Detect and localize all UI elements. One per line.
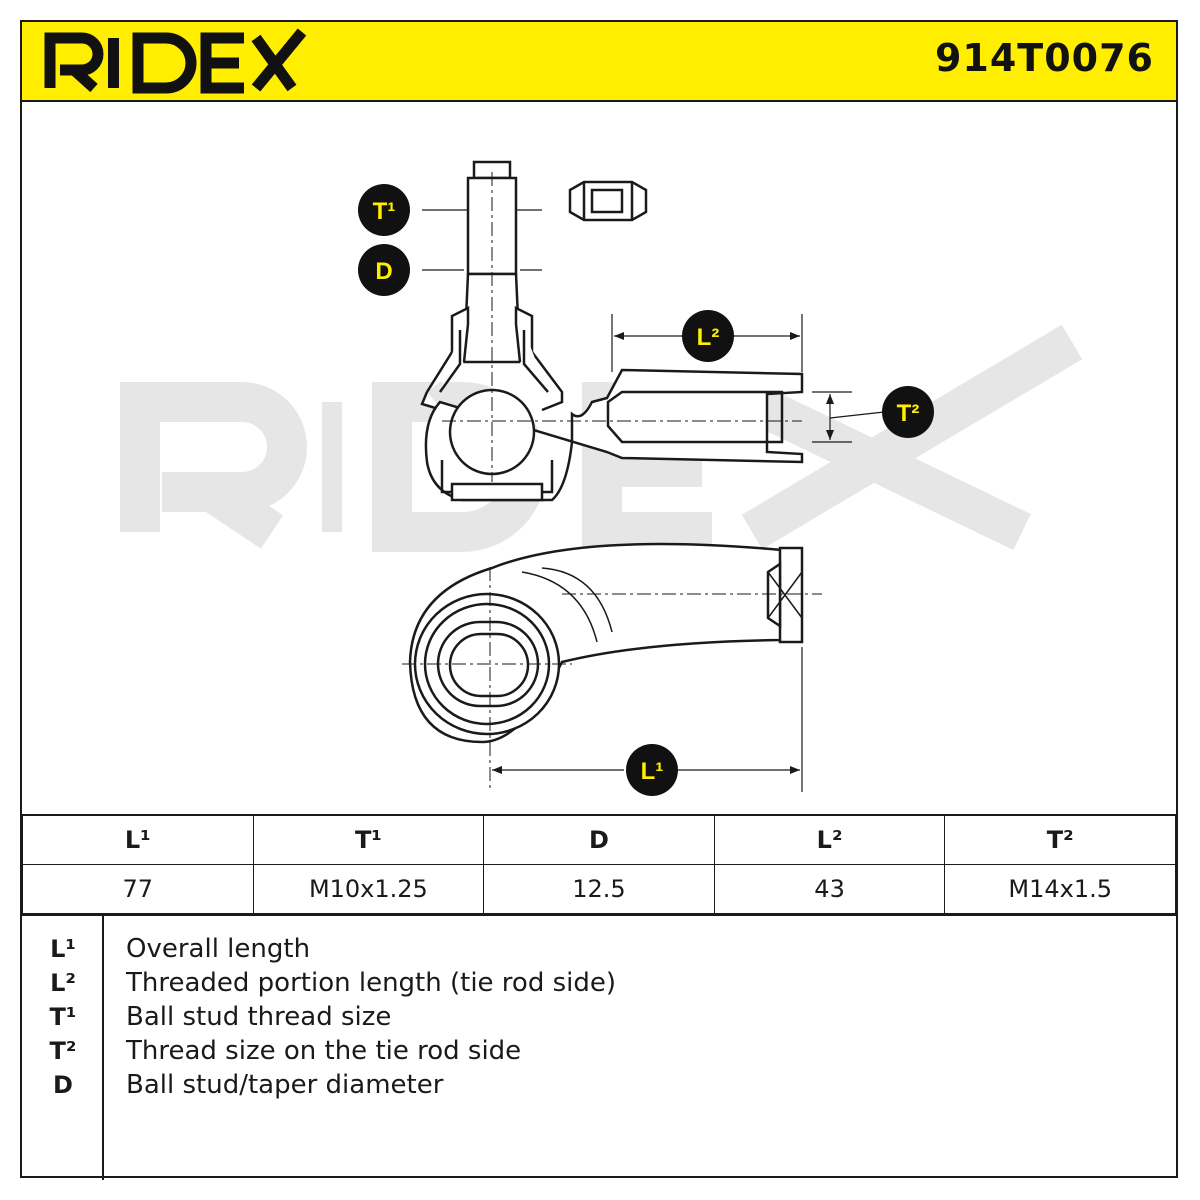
legend-description: Ball stud/taper diameter: [126, 1070, 444, 1100]
dimensions-table: L¹ T¹ D L² T² 77 M10x1.25 12.5 43 M14x1.…: [22, 814, 1176, 914]
legend-symbol: T¹: [49, 1003, 77, 1031]
callout-t2: T²: [882, 386, 934, 438]
dimension-lines-bottom: [492, 647, 803, 792]
legend-description: Ball stud thread size: [126, 1002, 392, 1032]
brand-logo: [44, 28, 314, 98]
legend-item: D Ball stud/taper diameter: [22, 1068, 1176, 1102]
value-l1: 77: [22, 864, 254, 914]
value-t2: M14x1.5: [944, 864, 1176, 914]
value-t1: M10x1.25: [252, 864, 485, 914]
svg-text:T¹: T¹: [373, 198, 396, 225]
header-t2: T²: [944, 814, 1176, 865]
legend-description: Thread size on the tie rod side: [126, 1036, 522, 1066]
callout-t1: T¹: [358, 184, 410, 236]
header-l1: L¹: [22, 814, 254, 865]
legend-description: Threaded portion length (tie rod side): [126, 968, 617, 998]
callout-l1: L¹: [626, 744, 678, 796]
dimension-lines-top: [422, 209, 885, 443]
value-d: 12.5: [483, 864, 715, 914]
header-bar: 914T0076: [22, 22, 1176, 102]
legend-description: Overall length: [126, 934, 311, 964]
tie-rod-end-drawing: T¹ D L² T² L¹: [120, 160, 1083, 796]
legend-symbol: T²: [49, 1037, 77, 1065]
value-l2: 43: [713, 864, 946, 914]
legend-item: L¹ Overall length: [22, 932, 1176, 966]
part-number: 914T0076: [934, 36, 1154, 80]
legend-item: L² Threaded portion length (tie rod side…: [22, 966, 1176, 1000]
side-view: [420, 160, 804, 502]
legend-symbol: L²: [50, 969, 76, 997]
header-t1: T¹: [252, 814, 485, 865]
product-sheet: 914T0076: [20, 20, 1178, 1180]
legend-symbol-column: [22, 916, 104, 1180]
header-d: D: [483, 814, 715, 865]
technical-drawing: T¹ D L² T² L¹: [22, 102, 1176, 814]
svg-text:D: D: [375, 258, 392, 285]
callout-d: D: [358, 244, 410, 296]
legend-item: T² Thread size on the tie rod side: [22, 1034, 1176, 1068]
svg-text:L²: L²: [697, 324, 720, 351]
legend-item: T¹ Ball stud thread size: [22, 1000, 1176, 1034]
legend-symbol: D: [53, 1071, 73, 1099]
legend-symbol: L¹: [50, 935, 76, 963]
dimensions-value-row: 77 M10x1.25 12.5 43 M14x1.5: [22, 864, 1176, 914]
callout-l2: L²: [682, 310, 734, 362]
svg-text:L¹: L¹: [641, 758, 664, 785]
ridex-logo-icon: [44, 28, 307, 94]
svg-text:T²: T²: [897, 400, 920, 427]
plan-view: [402, 542, 822, 792]
header-l2: L²: [713, 814, 946, 865]
legend: L¹ Overall length L² Threaded portion le…: [22, 914, 1176, 1180]
dimensions-header-row: L¹ T¹ D L² T²: [22, 814, 1176, 865]
